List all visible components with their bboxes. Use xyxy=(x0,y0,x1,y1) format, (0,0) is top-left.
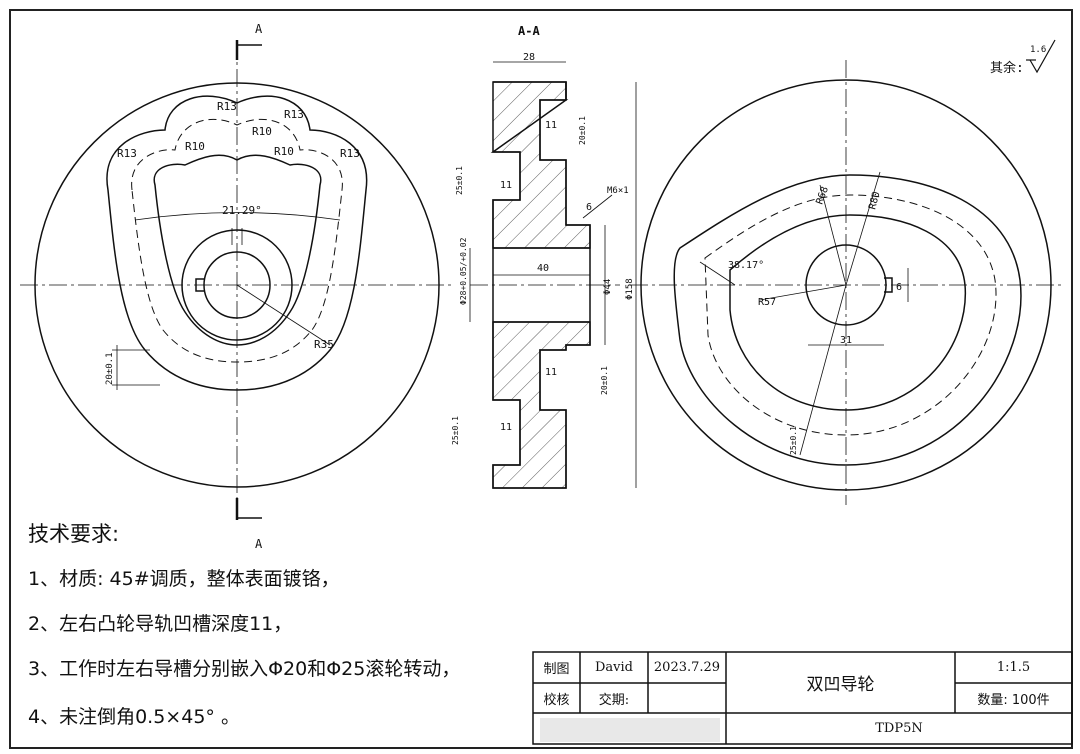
tech-req-item-2: 2、左右凸轮导轨凹槽深度11， xyxy=(28,613,293,635)
right-r57-leader xyxy=(759,284,847,301)
dim-section-slot11-left-bottom: 11 xyxy=(500,422,512,433)
right-view xyxy=(630,39,1065,505)
label-cut-top: A xyxy=(255,22,263,36)
tb-part-name: 双凹导轮 xyxy=(806,675,875,695)
tech-req-item-4: 4、未注倒角0.5×45° 。 xyxy=(28,706,240,728)
dim-section-slot11-left-top: 11 xyxy=(500,180,512,191)
section-body-hatch xyxy=(492,81,591,249)
right-cam-outer xyxy=(673,174,1022,466)
dim-right-r80: R80 xyxy=(867,190,882,210)
dim-right-r68: R68 xyxy=(814,185,831,206)
section-view xyxy=(469,61,637,489)
dim-section-slot11-bottom: 11 xyxy=(545,367,557,378)
left-r35-leader xyxy=(236,284,331,346)
left-view xyxy=(20,40,455,520)
dim-left-r13-top: R13 xyxy=(217,100,237,113)
tb-scale: 1:1.5 xyxy=(996,660,1031,675)
right-hub xyxy=(805,244,887,326)
left-angle-arc xyxy=(134,212,341,221)
dim-section-40: 40 xyxy=(537,263,549,274)
dim-left-r10-right: R10 xyxy=(274,145,294,158)
tb-check-label: 校核 xyxy=(543,692,570,708)
dim-section-phi158: Φ158 xyxy=(625,278,635,300)
section-body-hatch-bottom xyxy=(492,321,591,489)
left-cam-outer xyxy=(106,95,368,391)
tech-req-item-1: 1、材质: 45#调质，整体表面镀铬， xyxy=(28,568,340,590)
tb-drawing-no: TDP5N xyxy=(875,721,923,736)
right-view-labels: R68 R80 38.17° R57 31 6 25±0.1 其余: 1.6 xyxy=(728,45,1046,455)
dim-left-r10-left: R10 xyxy=(185,140,205,153)
dim-left-r13-left: R13 xyxy=(117,147,137,160)
left-hub-outer xyxy=(181,229,293,341)
dim-section-slot20-bottom: 20±0.1 xyxy=(600,366,609,395)
section-thread-leader xyxy=(582,194,613,219)
right-r68-leader xyxy=(819,184,847,286)
dim-section-slot25-bottom: 25±0.1 xyxy=(451,416,460,445)
left-cam-dashed xyxy=(131,118,343,363)
left-cam-inner xyxy=(153,154,322,346)
roughness-value: 1.6 xyxy=(1030,45,1046,55)
dim-section-6: 6 xyxy=(586,202,592,213)
dim-section-slot11-top: 11 xyxy=(545,120,557,131)
dim-left-groove: 20±0.1 xyxy=(105,352,115,385)
dim-right-31: 31 xyxy=(840,335,852,346)
dim-left-r13-right-top: R13 xyxy=(284,108,304,121)
section-view-labels: A-A 28 11 20±0.1 25±0.1 11 M6×1 6 40 Φ28… xyxy=(451,24,635,445)
title-block-grid xyxy=(532,651,1073,745)
dim-section-phi44: Φ44 xyxy=(603,279,613,295)
blurred-watermark xyxy=(540,718,720,742)
dim-left-r35: R35 xyxy=(314,338,334,351)
dim-section-28: 28 xyxy=(523,52,535,63)
roughness-label: 其余: xyxy=(990,60,1024,76)
left-keyway xyxy=(195,278,205,292)
dim-right-angle: 38.17° xyxy=(728,260,764,271)
right-angle-arc xyxy=(699,261,736,286)
dim-right-groove: 25±0.1 xyxy=(789,426,798,455)
tech-req-heading: 技术要求: xyxy=(28,522,120,546)
right-keyway xyxy=(884,277,893,293)
tech-req-item-3: 3、工作时左右导槽分别嵌入Φ20和Φ25滚轮转动， xyxy=(28,658,461,680)
right-r80-leader xyxy=(845,171,881,286)
dim-section-slot25-top: 25±0.1 xyxy=(455,166,464,195)
tb-drawn-label: 制图 xyxy=(543,662,570,677)
right-cam-inner xyxy=(729,214,967,411)
tb-submit-label: 交期: xyxy=(598,692,630,708)
dim-right-r57: R57 xyxy=(758,297,776,308)
tb-drawn-by: David xyxy=(595,660,633,675)
dim-left-r13-right: R13 xyxy=(340,147,360,160)
dim-section-thread: M6×1 xyxy=(607,186,629,196)
dim-left-r10-center: R10 xyxy=(252,125,272,138)
roughness-symbol-icon xyxy=(1029,39,1056,74)
dim-section-phi28: Φ28+0.05/+0.02 xyxy=(459,237,468,305)
label-cut-bottom: A xyxy=(255,537,263,551)
dim-section-slot20-top: 20±0.1 xyxy=(578,116,587,145)
drawing-frame xyxy=(9,9,1073,749)
left-view-labels: A A R13 R10 R13 R13 R10 R10 R13 21.29° R… xyxy=(105,22,360,551)
dim-left-angle: 21.29° xyxy=(222,204,262,217)
right-cam-dashed xyxy=(704,194,997,436)
tb-quantity: 数量: 100件 xyxy=(977,692,1050,708)
dim-right-6: 6 xyxy=(896,282,902,293)
label-section-aa: A-A xyxy=(518,24,540,38)
right-groove-leader xyxy=(799,284,847,456)
left-hub-inner xyxy=(203,251,271,319)
tb-date: 2023.7.29 xyxy=(653,660,721,675)
